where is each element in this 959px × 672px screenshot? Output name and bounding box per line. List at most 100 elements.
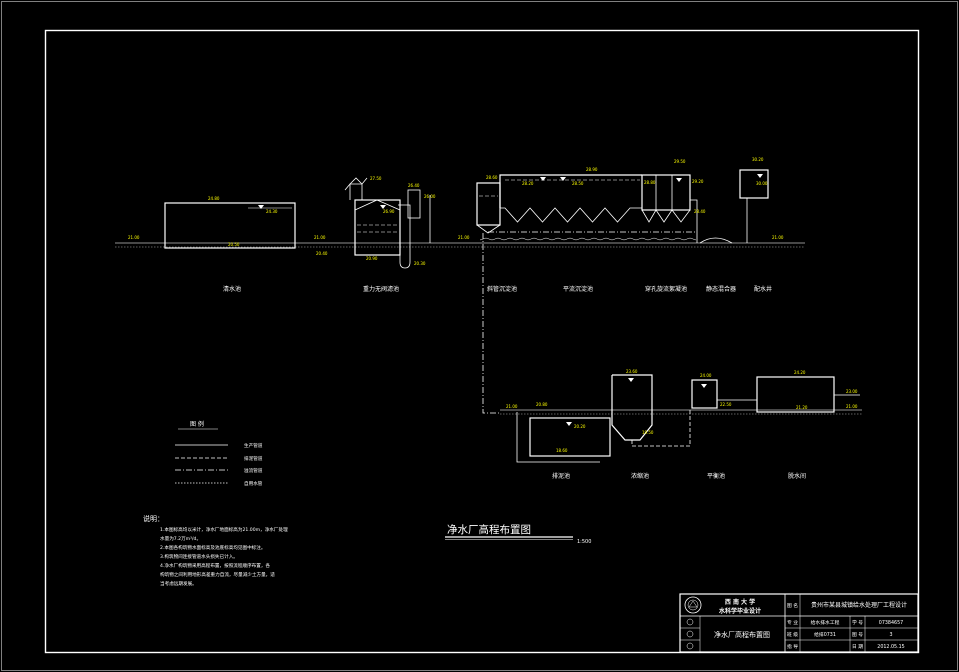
label-distribution-well: 配水井 <box>754 285 772 293</box>
elevation-label: 28.50 <box>572 181 584 186</box>
thickener-outline <box>611 374 653 441</box>
elevation-label: 30.20 <box>752 157 764 162</box>
elevation-labels: 21.00 24.80 24.30 20.50 21.00 20.40 27.5… <box>128 157 858 453</box>
label-flocculation-tank: 穿孔旋流絮凝池 <box>645 285 687 293</box>
water-level-marker <box>676 178 682 182</box>
clear-water-tank-outline <box>164 202 296 249</box>
elevation-label: 28.20 <box>522 181 534 186</box>
tb-row1-value2: 07384657 <box>879 620 903 626</box>
water-level-marker <box>380 205 386 209</box>
elevation-label: 28.40 <box>694 209 706 214</box>
water-level-marker <box>757 174 763 178</box>
drawing-scale: 1:500 <box>577 539 591 545</box>
inclined-tube-inlet-box <box>476 182 501 226</box>
thickener-sludge-pipe <box>631 410 691 447</box>
tb-row3-value2: 2012.05.15 <box>877 644 904 650</box>
notes-line: 2.本图各构筑物水面标高及池底标高均见图中标注。 <box>160 544 265 551</box>
label-thickener: 浓缩池 <box>631 472 649 480</box>
elevation-label: 21.00 <box>314 235 326 240</box>
flocculation-hopper-2 <box>655 209 673 223</box>
sedimentation-tank <box>476 174 642 234</box>
distribution-well <box>739 169 769 243</box>
elevation-label: 30.00 <box>756 181 768 186</box>
elevation-label: 20.50 <box>228 242 240 247</box>
elevation-label: 21.20 <box>796 405 808 410</box>
filter-tank-hood <box>354 199 401 211</box>
sheet-title: 净水厂高程布置图 <box>714 630 770 639</box>
elevation-label: 21.00 <box>128 235 140 240</box>
dewatering-room-outline <box>756 376 835 413</box>
filter-siphon-funnel <box>344 177 368 191</box>
label-valveless-filter: 重力无阀滤池 <box>363 285 399 293</box>
tb-row2-value: 给排0731 <box>814 631 836 638</box>
water-surface-wave <box>479 237 697 241</box>
static-mixer-pipe <box>690 199 698 243</box>
elevation-label: 21.00 <box>846 404 858 409</box>
tb-row2-label2: 图 号 <box>852 632 863 638</box>
legend-label-production: 生产管道 <box>244 442 263 449</box>
label-balancing-tank: 平衡池 <box>707 472 725 480</box>
filter-siphon-tower <box>349 177 363 200</box>
elevation-label: 21.00 <box>458 235 470 240</box>
water-level-marker <box>701 384 707 388</box>
revision-symbol-icon <box>686 642 694 650</box>
elevation-label: 21.00 <box>506 404 518 409</box>
notes-line: 4.净水厂构筑物采用高程布置，按照流程顺序布置，各 <box>160 562 270 569</box>
elevation-label: 26.40 <box>408 183 420 188</box>
notes-line: 3.构筑物间连接管道水头损失已计入。 <box>160 553 238 560</box>
sludge-pond-outline <box>529 417 611 457</box>
water-level-marker <box>566 422 572 426</box>
sedimentation-tank-hoppers <box>500 207 642 223</box>
school-subtitle: 水科学毕业设计 <box>719 607 761 615</box>
label-clear-water-tank: 清水池 <box>223 285 241 293</box>
label-dewatering-room: 脱水间 <box>788 472 806 480</box>
school-seal-icon <box>684 596 702 614</box>
label-sludge-pond: 排泥池 <box>552 472 570 480</box>
legend-title: 图 例 <box>190 420 204 428</box>
legend-label-self-use: 自用水管 <box>244 480 263 487</box>
notes-line: 1.本图标高均以米计，净水厂地面标高为21.00m，净水厂处理 <box>160 526 288 533</box>
elevation-label: 24.80 <box>208 196 220 201</box>
revision-symbol-icon <box>686 618 694 626</box>
school-seal-inner-icon <box>687 599 699 611</box>
tb-row2-value2: 3 <box>889 632 892 638</box>
elevation-label: 26.90 <box>383 209 395 214</box>
elevation-label: 20.30 <box>414 261 426 266</box>
elevation-label: 28.90 <box>586 167 598 172</box>
elevation-label: 23.60 <box>626 369 638 374</box>
tb-row3-label2: 日 期 <box>852 644 863 650</box>
backwash-tank <box>407 189 421 219</box>
tb-row1-value: 给水排水工程 <box>811 619 840 626</box>
legend: 图 例 生产管道 排泥管道 溢流管道 自用水管 <box>175 420 263 487</box>
valveless-filter <box>344 177 431 269</box>
drawing-title: 净水厂高程布置图 <box>447 523 531 536</box>
label-inclined-tube-settler: 斜管沉淀池 <box>487 285 517 293</box>
top-process-line: 清水池 重力无阀滤池 斜管沉淀池 平流沉淀池 穿孔旋流絮凝池 静态混合器 配水井 <box>115 169 805 293</box>
sludge-drain-pipe <box>482 233 500 414</box>
legend-label-sludge: 排泥管道 <box>244 455 263 462</box>
elevation-label: 28.60 <box>486 175 498 180</box>
elevation-label: 28.80 <box>644 180 656 185</box>
legend-label-overflow: 溢流管道 <box>244 467 263 474</box>
notes-line: 当考虑远期发展。 <box>160 580 197 587</box>
label-horizontal-settler: 平流沉淀池 <box>563 285 593 293</box>
title-block-outline <box>679 593 919 653</box>
label-static-mixer: 静态混合器 <box>706 285 736 293</box>
distribution-well-outline <box>739 169 769 199</box>
elevation-label: 20.80 <box>536 402 548 407</box>
ground-mound <box>699 237 733 244</box>
elevation-label: 24.00 <box>700 373 712 378</box>
tb-row2-label: 班 级 <box>787 631 798 638</box>
drawing-title-group: 净水厂高程布置图 1:500 <box>445 523 591 545</box>
water-level-marker <box>258 205 264 209</box>
school-seal-emblem-icon <box>688 600 698 608</box>
notes-line: 构筑物之间利用地形高差重力自流，尽量减少土方量，适 <box>160 571 275 578</box>
revision-symbol-icon <box>686 630 694 638</box>
balancing-tank-outline <box>691 379 718 409</box>
elevation-label: 20.90 <box>366 256 378 261</box>
elevation-label: 20.40 <box>316 251 328 256</box>
water-level-marker <box>540 177 546 181</box>
flocculation-hopper-1 <box>641 209 657 223</box>
elevation-label: 21.00 <box>772 235 784 240</box>
